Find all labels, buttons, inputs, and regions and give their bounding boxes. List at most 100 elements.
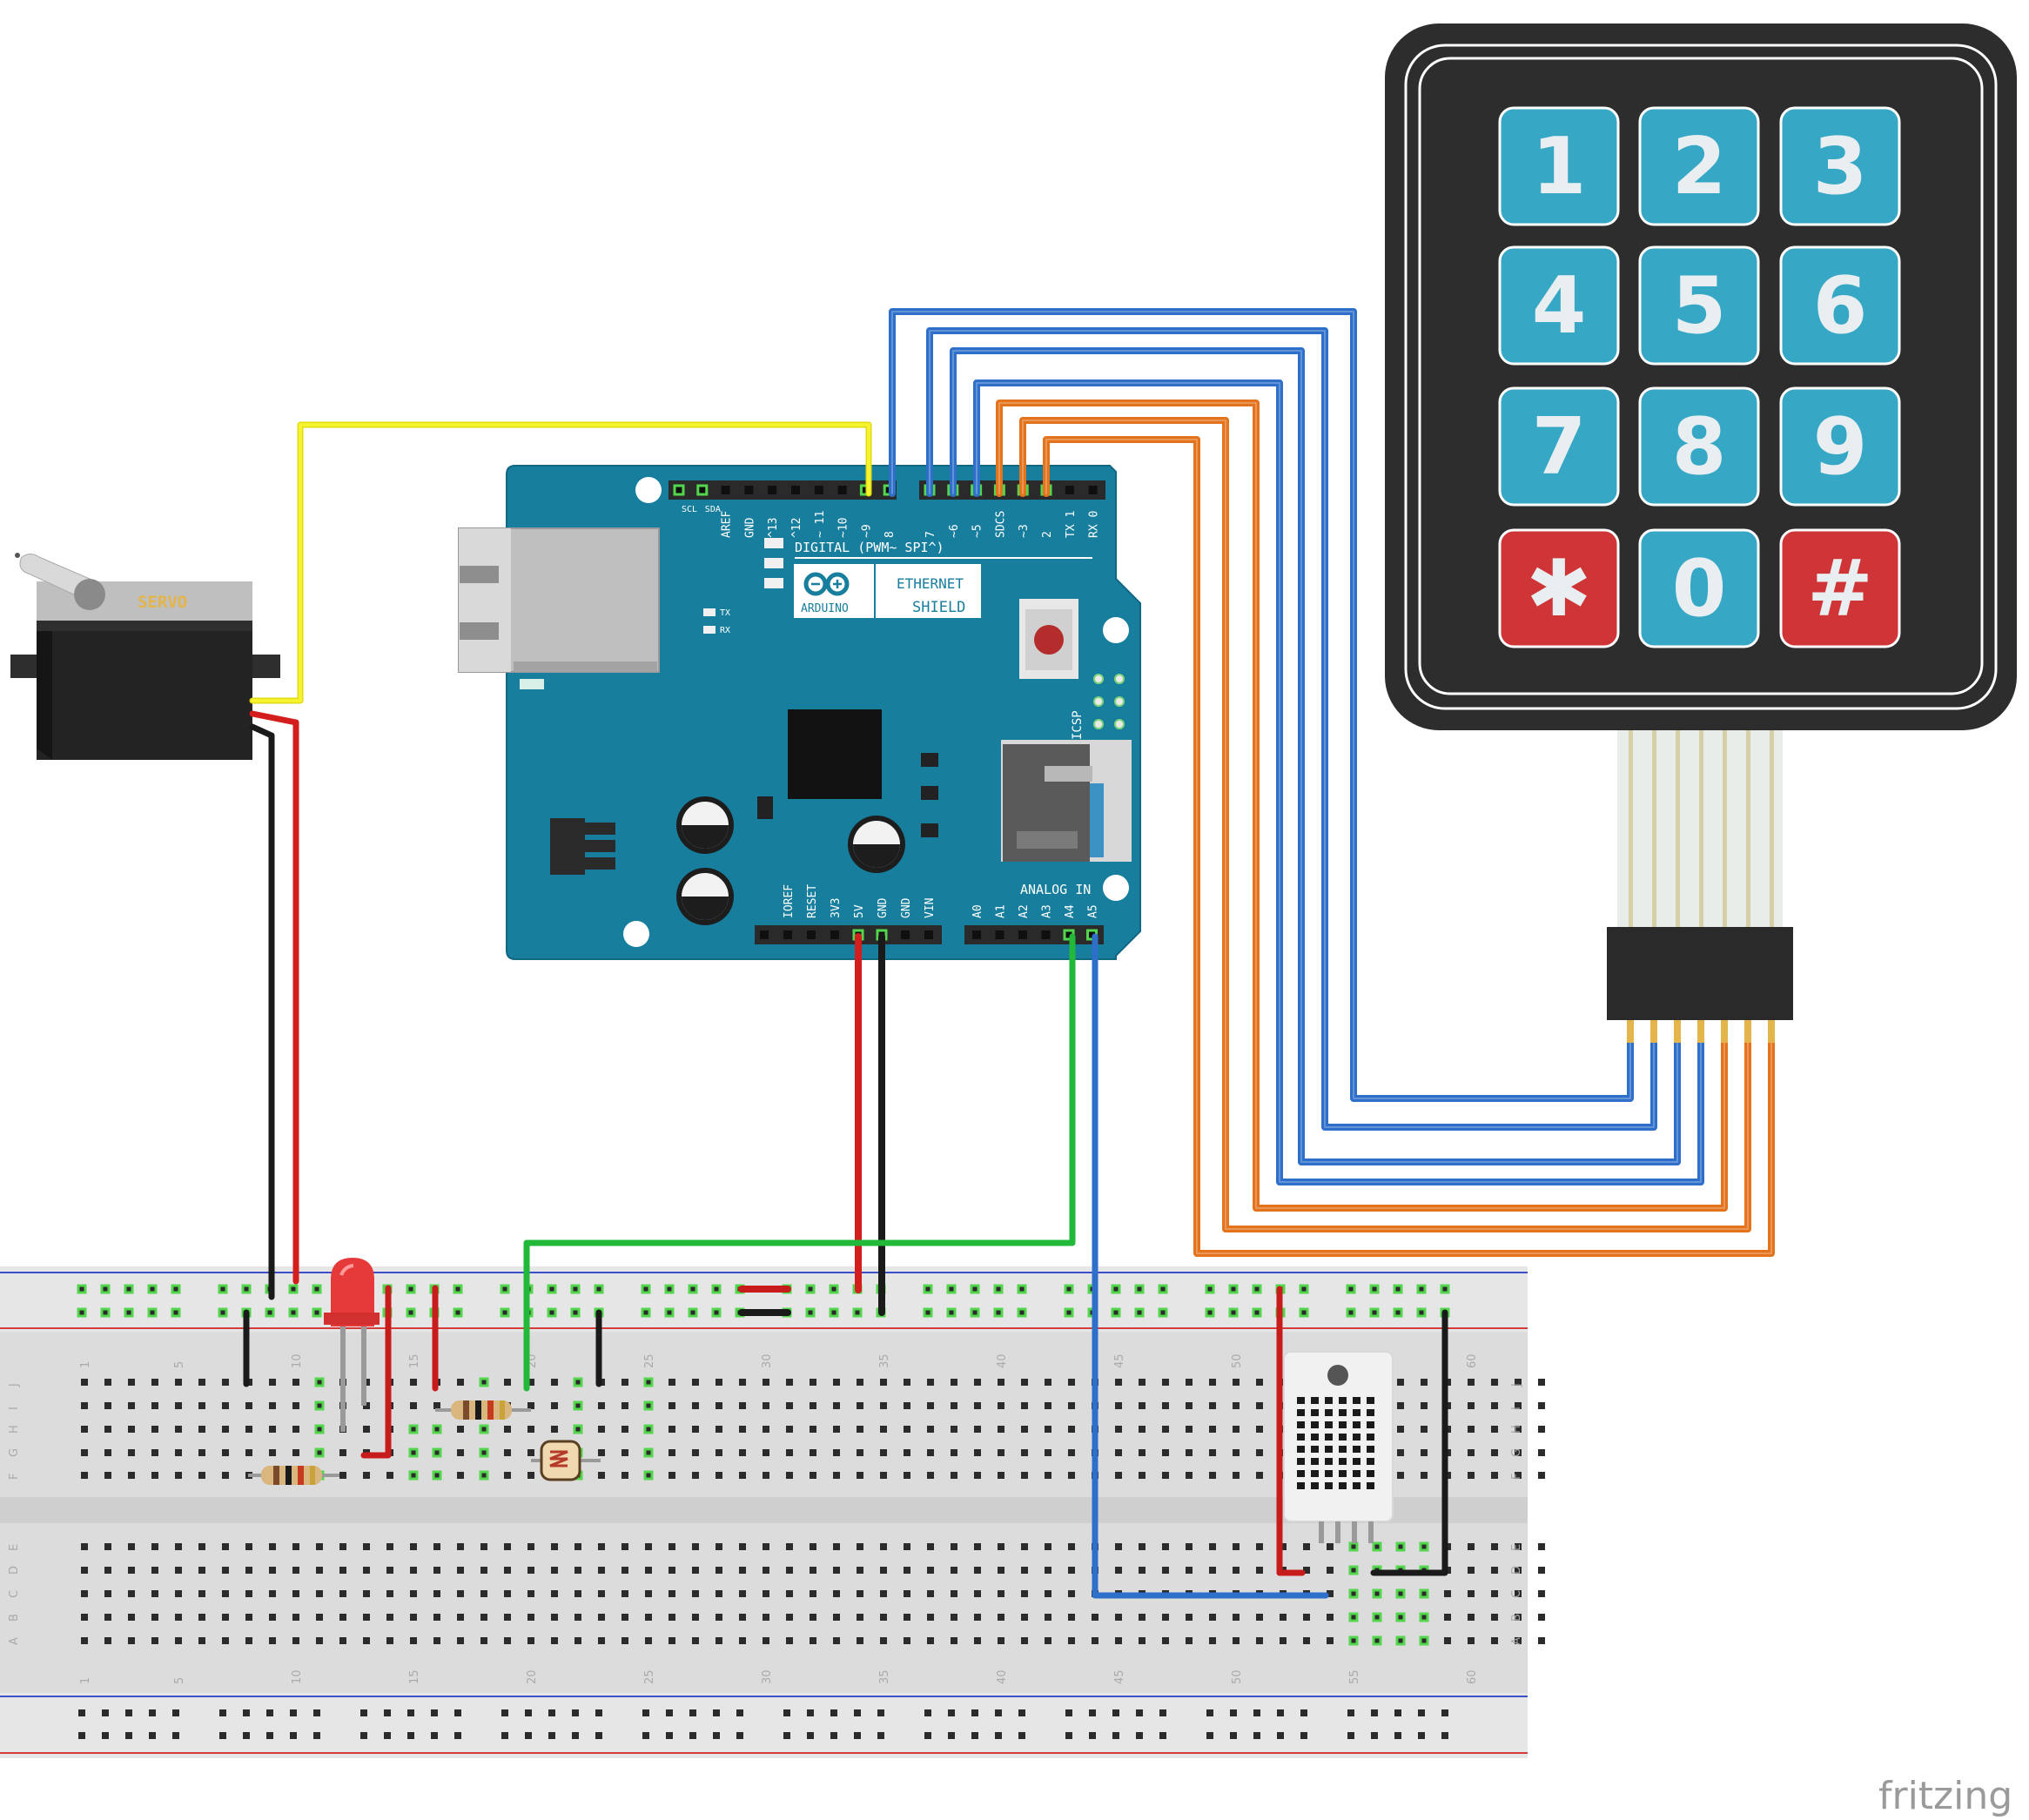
- keypad-key-5[interactable]: 5: [1638, 245, 1760, 366]
- breadboard-hole: [1162, 1614, 1169, 1621]
- keypad-key-8[interactable]: 8: [1638, 386, 1760, 507]
- row-letter: D: [1510, 1566, 1523, 1575]
- breadboard-hole: [81, 1449, 88, 1456]
- breadboard-hole: [1209, 1449, 1216, 1456]
- breadboard-hole: [643, 1424, 654, 1434]
- keypad-key-hash[interactable]: #: [1779, 528, 1901, 648]
- breadboard-hole: [1139, 1426, 1146, 1433]
- breadboard-hole: [175, 1379, 182, 1386]
- breadboard-hole: [410, 1543, 417, 1550]
- pin-label: ~9: [860, 524, 873, 538]
- breadboard-rail-hole: [78, 1709, 85, 1716]
- breadboard-rail-hole: [1064, 1284, 1074, 1294]
- breadboard-rail-hole: [1440, 1284, 1450, 1294]
- breadboard-hole: [1327, 1567, 1334, 1574]
- breadboard-hole: [716, 1379, 722, 1386]
- breadboard-hole: [527, 1614, 534, 1621]
- breadboard-rail-hole: [642, 1709, 649, 1716]
- breadboard-hole: [974, 1614, 981, 1621]
- breadboard-hole: [480, 1590, 487, 1597]
- capacitor: [676, 868, 734, 925]
- breadboard-hole: [1045, 1426, 1051, 1433]
- keypad-key-0[interactable]: 0: [1638, 528, 1760, 648]
- row-letter: C: [8, 1590, 21, 1598]
- breadboard-rail-hole: [243, 1709, 250, 1716]
- breadboard-hole: [621, 1449, 628, 1456]
- breadboard-hole: [739, 1614, 746, 1621]
- breadboard-hole: [692, 1637, 699, 1644]
- keypad-key-1[interactable]: 1: [1498, 106, 1620, 226]
- breadboard-hole: [1139, 1543, 1146, 1550]
- fritzing-watermark: fritzing: [1878, 1774, 2012, 1818]
- pin-label: A2: [1018, 904, 1031, 918]
- breadboard-rail-hole: [993, 1307, 1004, 1318]
- header-pin: [814, 486, 823, 494]
- breadboard-hole: [716, 1402, 722, 1409]
- column-number: 30: [761, 1353, 774, 1368]
- keypad-key-2[interactable]: 2: [1638, 106, 1760, 226]
- keypad-key-3[interactable]: 3: [1779, 106, 1901, 226]
- breadboard-hole: [810, 1426, 816, 1433]
- breadboard-hole: [1280, 1637, 1287, 1644]
- breadboard-hole: [222, 1567, 229, 1574]
- breadboard-rail-hole: [1017, 1284, 1027, 1294]
- breadboard-rail-hole: [312, 1307, 322, 1318]
- breadboard-rail-hole: [1017, 1307, 1027, 1318]
- breadboard-hole: [222, 1449, 229, 1456]
- breadboard-rail-hole: [219, 1732, 226, 1739]
- breadboard-hole: [1045, 1590, 1051, 1597]
- breadboard-rail-hole: [1394, 1709, 1401, 1716]
- keypad-key-label: 4: [1532, 260, 1587, 352]
- breadboard-hole: [457, 1449, 464, 1456]
- breadboard-hole: [222, 1590, 229, 1597]
- breadboard-hole: [880, 1379, 887, 1386]
- row-letter: D: [8, 1566, 21, 1575]
- breadboard-hole: [198, 1543, 205, 1550]
- keypad-key-7[interactable]: 7: [1498, 386, 1620, 507]
- breadboard-hole: [410, 1567, 417, 1574]
- keypad-key-6[interactable]: 6: [1779, 245, 1901, 366]
- pin-label: ^13: [767, 518, 780, 538]
- breadboard-hole: [457, 1590, 464, 1597]
- breadboard-hole: [432, 1447, 442, 1458]
- breadboard-hole: [1115, 1402, 1122, 1409]
- keypad-key-9[interactable]: 9: [1779, 386, 1901, 507]
- keypad-key-label: 1: [1532, 121, 1587, 212]
- header-pin: [901, 930, 910, 939]
- breadboard-hole: [692, 1402, 699, 1409]
- breadboard-rail-hole: [1346, 1284, 1356, 1294]
- breadboard-hole: [198, 1614, 205, 1621]
- breadboard-hole: [904, 1402, 910, 1409]
- breadboard-hole: [1115, 1637, 1122, 1644]
- breadboard-hole: [833, 1449, 840, 1456]
- breadboard-hole: [857, 1543, 863, 1550]
- breadboard-rail-hole: [266, 1709, 273, 1716]
- breadboard-hole: [763, 1449, 769, 1456]
- breadboard-hole: [1538, 1426, 1545, 1433]
- breadboard-hole: [1021, 1472, 1028, 1479]
- reset-button[interactable]: [1019, 599, 1078, 679]
- breadboard-rail-hole: [171, 1307, 181, 1318]
- breadboard-hole: [1419, 1612, 1429, 1622]
- breadboard-hole: [457, 1379, 464, 1386]
- keypad-key-4[interactable]: 4: [1498, 245, 1620, 366]
- breadboard-hole: [245, 1543, 252, 1550]
- breadboard-rail-hole: [1228, 1284, 1239, 1294]
- breadboard-hole: [292, 1449, 299, 1456]
- breadboard-hole: [408, 1470, 419, 1481]
- keypad-key-star[interactable]: ✱: [1498, 528, 1620, 648]
- breadboard-hole: [1348, 1541, 1359, 1552]
- breadboard-hole: [1538, 1543, 1545, 1550]
- breadboard-rail-hole: [288, 1284, 299, 1294]
- breadboard-hole: [692, 1590, 699, 1597]
- breadboard-hole: [198, 1637, 205, 1644]
- breadboard-hole: [574, 1590, 581, 1597]
- breadboard-hole: [339, 1614, 346, 1621]
- breadboard-hole: [1327, 1637, 1334, 1644]
- header-pin: [837, 486, 847, 494]
- breadboard-hole: [1538, 1567, 1545, 1574]
- breadboard-hole: [786, 1543, 793, 1550]
- breadboard-hole: [1395, 1588, 1406, 1599]
- pin-label: SDA: [705, 505, 721, 514]
- breadboard-hole: [1139, 1567, 1146, 1574]
